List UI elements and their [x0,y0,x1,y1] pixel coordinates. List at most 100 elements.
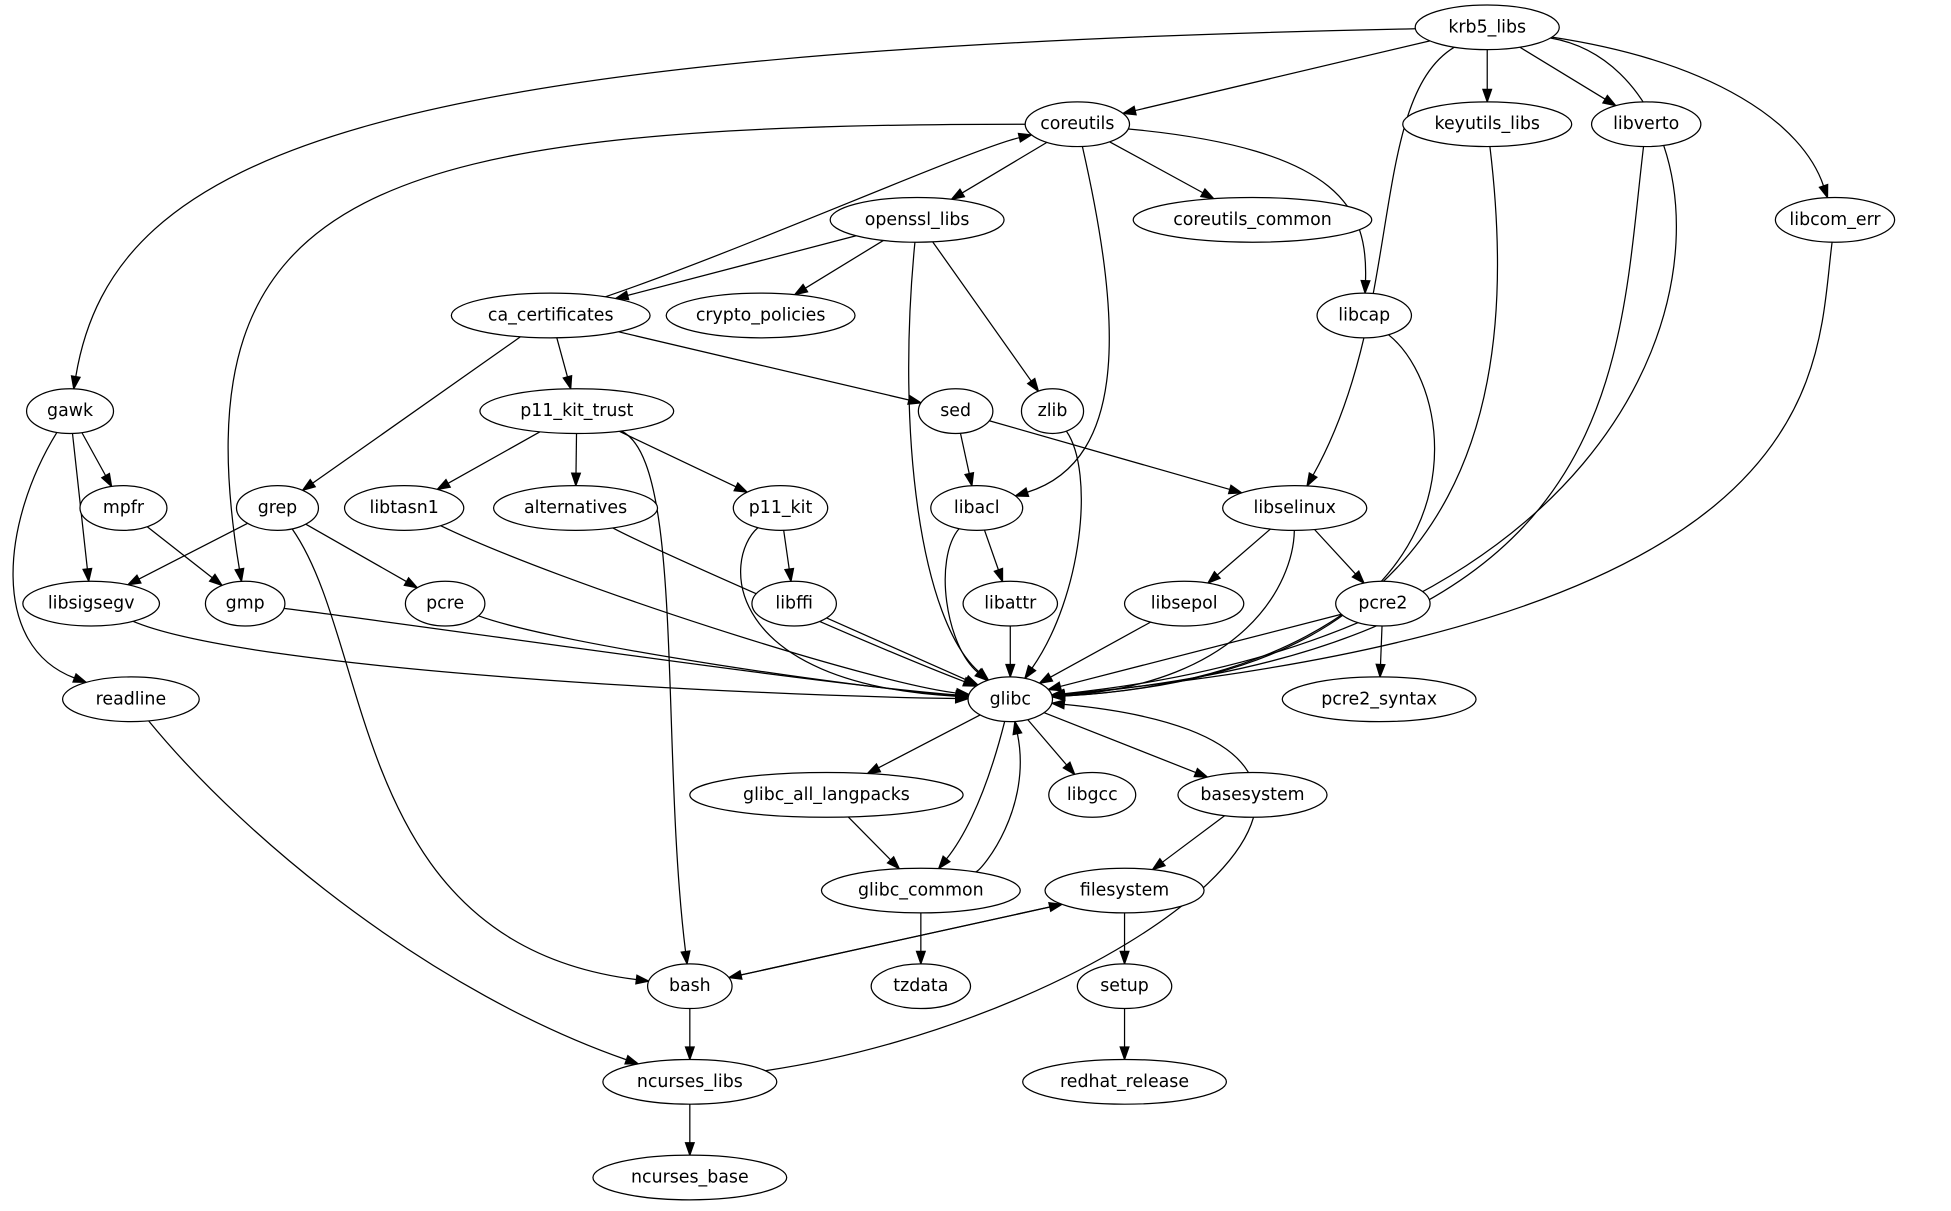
node-ellipse [1590,101,1702,148]
node-filesystem: filesystem [1044,867,1205,914]
edge-line [1162,815,1226,863]
node-mpfr: mpfr [79,485,168,531]
arrowhead-icon [1482,88,1493,104]
edge-gawk-to-libsigsegv [71,433,93,584]
node-ellipse [732,485,829,531]
arrowhead-icon [783,567,795,584]
edge-coreutils-to-openssl_libs [949,141,1048,201]
node-label: basesystem [1200,785,1304,805]
node-ellipse [450,292,651,339]
node-keyutils-libs: keyutils_libs [1402,101,1573,148]
node-label: libffi [775,594,812,614]
edge-p11_kit_trust-to-alternatives [570,433,582,488]
node-label: readline [96,689,166,709]
node-label: libselinux [1254,498,1336,518]
node-ellipse [61,676,200,723]
edge-readline-to-ncurses_libs [148,720,640,1065]
edge-bash-to-ncurses_libs [684,1008,696,1062]
node-ellipse [665,292,856,339]
node-ellipse [930,485,1024,531]
node-ellipse [79,485,168,531]
edge-setup-to-redhat_release [1119,1008,1130,1062]
edge-krb5_libs-to-coreutils [1121,40,1431,116]
edge-p11_kit_trust-to-libtasn1 [435,431,541,491]
node-glibc-all-langpacks: glibc_all_langpacks [689,771,964,818]
edge-line [283,607,957,696]
edge-glibc-to-glibc_all_langpacks [865,714,981,775]
edge-basesystem-to-filesystem [1151,815,1226,871]
arrowhead-icon [1050,690,1066,701]
node-ellipse [1076,963,1173,1010]
arrowhead-icon [1049,699,1066,710]
edge-line [1064,334,1436,697]
arrowhead-icon [907,394,923,405]
node-label: libcap [1338,305,1390,325]
node-setup: setup [1076,963,1173,1010]
node-ellipse [479,388,675,435]
edge-line [908,242,980,673]
node-label: alternatives [524,498,627,518]
node-libcom-err: libcom_err [1774,196,1896,243]
node-sed: sed [917,388,994,435]
node-label: glibc [990,689,1031,709]
edge-line [1064,37,1677,695]
node-label: bash [669,976,711,996]
edge-line [618,331,910,401]
node-ellipse [1022,1058,1228,1105]
edge-line [1064,242,1833,695]
edge-libselinux-to-pcre2 [1314,529,1366,585]
edge-coreutils-to-coreutils_common [1109,141,1216,200]
edge-line [440,525,957,694]
node-ellipse [235,485,320,531]
arrowhead-icon [684,1046,696,1062]
node-label: coreutils_common [1173,210,1332,230]
edge-line [605,137,1020,298]
edge-glibc_common-to-glibc [975,719,1023,873]
arrowhead-icon [1048,902,1064,913]
edge-libcom_err-to-glibc [1049,242,1833,700]
node-label: libtasn1 [370,498,439,518]
edge-openssl_libs-to-ca_certificates [613,235,857,301]
edge-ca_certificates-to-grep [301,336,521,492]
edge-line [959,433,970,474]
edge-line [618,430,737,488]
arrowhead-icon [1351,570,1366,585]
edge-line [1064,146,1645,696]
edge-bash-to-filesystem [728,902,1064,979]
node-grep: grep [235,485,320,531]
edge-gawk-to-mpfr [81,432,113,489]
node-label: libverto [1613,114,1679,134]
edge-libsepol-to-glibc [1037,621,1151,685]
node-libverto: libverto [1590,101,1702,148]
edge-pcre2-to-pcre2_syntax [1375,625,1386,679]
node-libselinux: libselinux [1222,485,1368,531]
arrowhead-icon [208,573,224,587]
node-label: gmp [226,594,265,614]
edge-line [627,235,857,297]
node-p11-kit: p11_kit [732,485,829,531]
node-pcre2-syntax: pcre2_syntax [1281,676,1477,723]
edge-krb5_libs-to-libselinux [1306,46,1455,488]
node-label: ncurses_base [631,1167,749,1187]
node-label: pcre2 [1358,594,1407,614]
edge-line [878,714,981,769]
edge-grep-to-libsigsegv [126,522,248,586]
node-label: coreutils [1040,114,1114,134]
edge-libsigsegv-to-glibc [132,620,970,704]
arrowhead-icon [635,974,651,985]
edge-line [847,816,892,861]
arrowhead-icon [1360,279,1371,296]
arrowhead-icon [1046,681,1063,692]
edge-line [1312,46,1455,476]
arrowhead-icon [100,472,113,489]
arrowhead-icon [435,478,452,491]
node-glibc: glibc [967,676,1054,723]
node-label: pcre2_syntax [1321,689,1437,709]
node-ellipse [1177,771,1328,818]
node-ca-certificates: ca_certificates [450,292,651,339]
edge-line [71,433,88,570]
node-label: zlib [1038,401,1068,421]
node-pcre: pcre [404,580,486,627]
edge-p11_kit_trust-to-p11_kit [618,430,749,493]
